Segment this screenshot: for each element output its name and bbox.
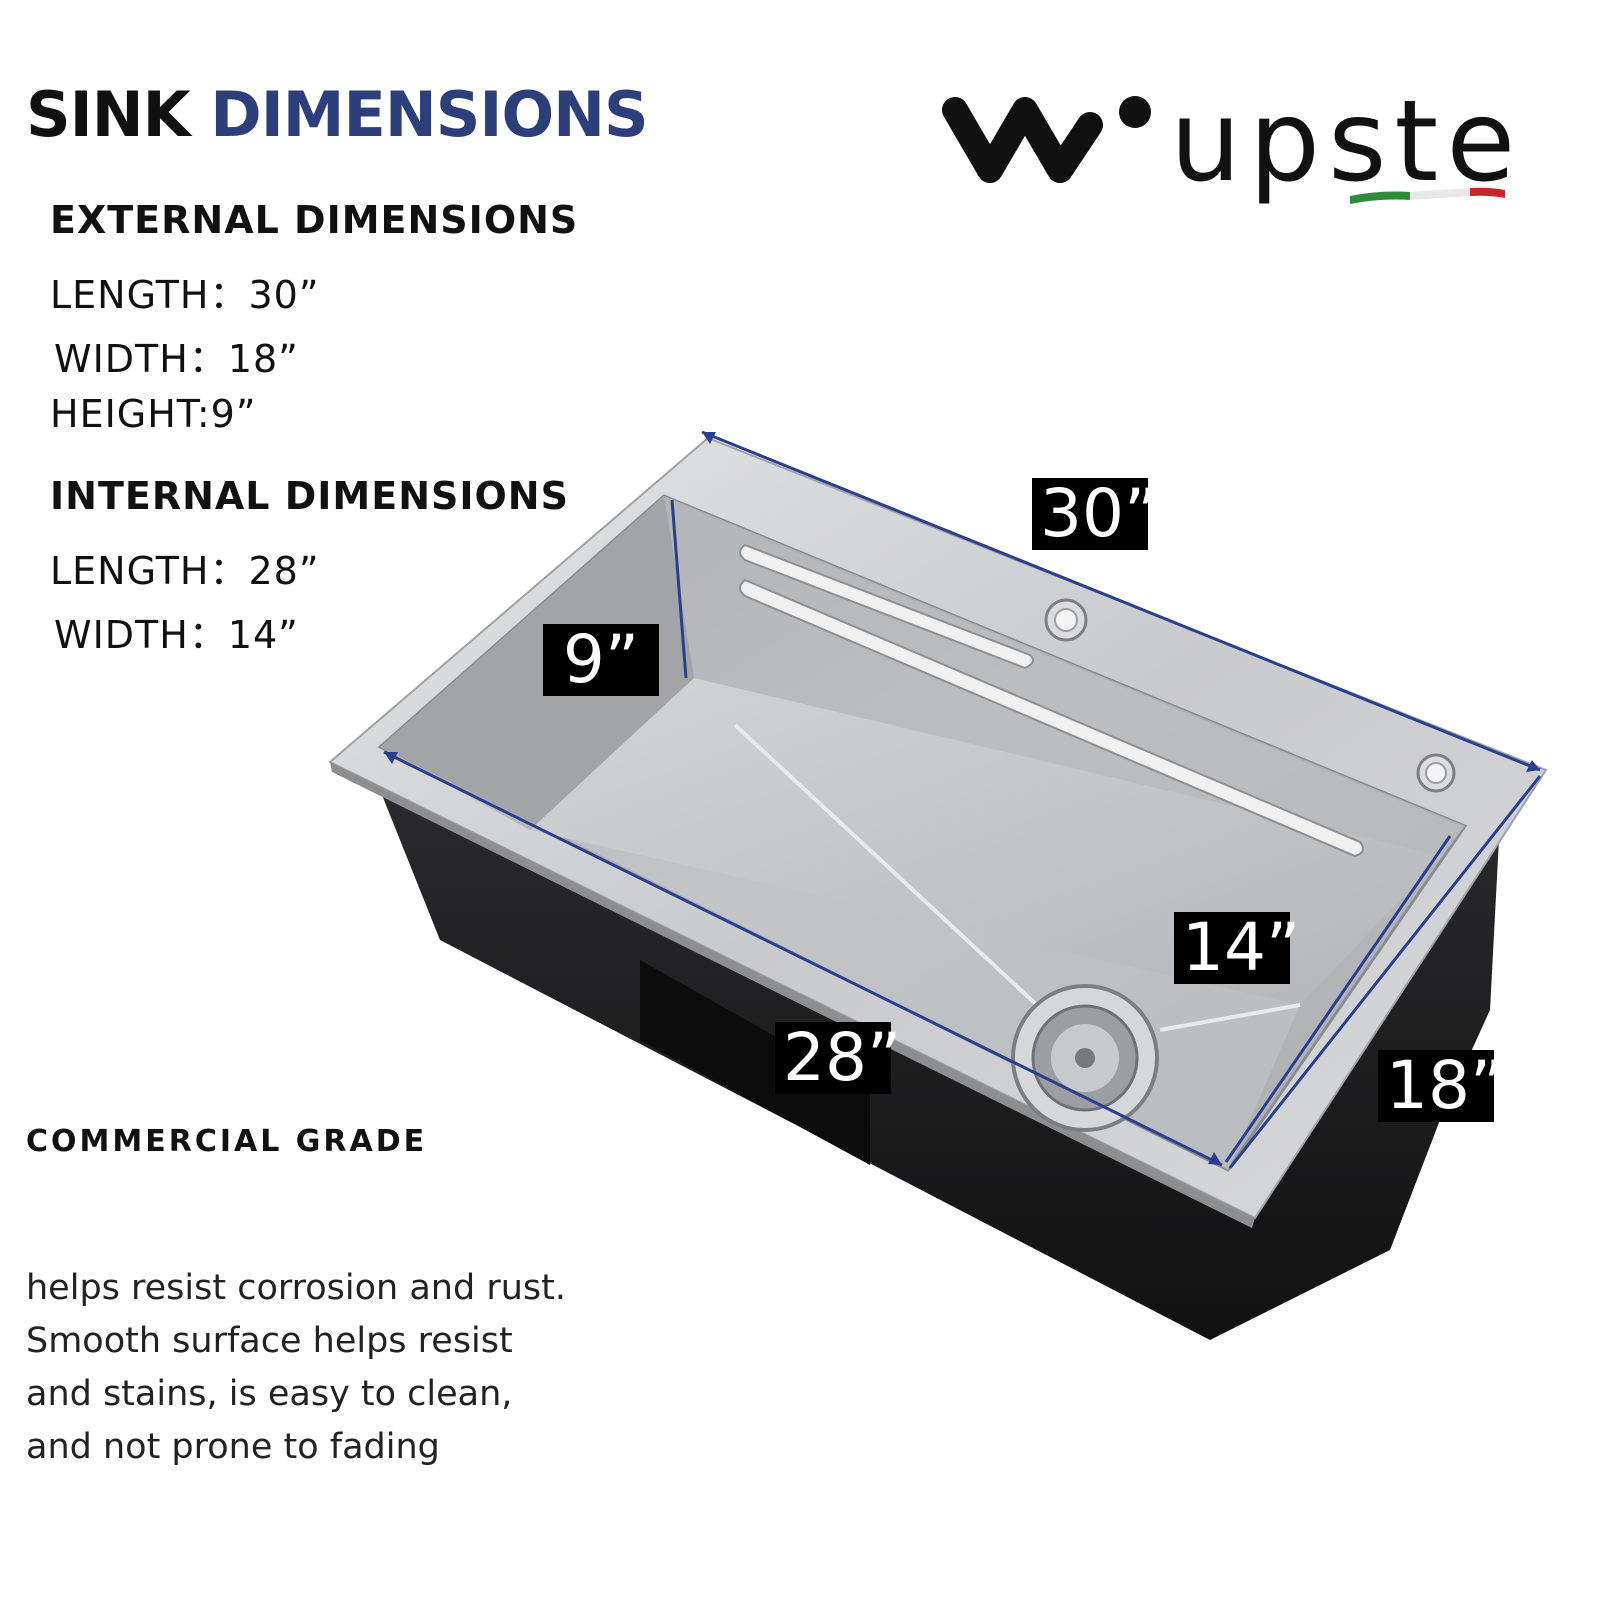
brand-logo: upste [942,77,1523,207]
description-line: helps resist corrosion and rust. [26,1268,566,1308]
callout-ext-width: 18” [1378,1050,1504,1122]
callout-ext-length: 30” [1032,478,1158,550]
dim-line-int-length [383,750,1223,1167]
dim-line-int-width [1224,835,1452,1163]
dim-line-depth [670,499,688,679]
dim-line-ext-length [701,430,1541,772]
logo-stripe-icon [1350,187,1505,204]
faucet-hole-2-icon [1416,753,1456,793]
dimension-arrows [384,432,1540,1165]
page-title: SINK DIMENSIONS [26,78,649,151]
external-width: WIDTH：18” [54,337,299,381]
internal-width: WIDTH：14” [54,613,299,657]
description-line: and not prone to fading [26,1427,440,1467]
title-word-sink: SINK [26,78,191,151]
faucet-hole-1-icon [1044,598,1088,642]
internal-dimensions-heading: INTERNAL DIMENSIONS [50,474,569,518]
description-line: Smooth surface helps resist [26,1321,513,1361]
commercial-grade-heading: COMMERCIAL GRADE [26,1124,428,1159]
external-dimensions-heading: EXTERNAL DIMENSIONS [50,198,579,242]
callout-int-width: 14” [1174,912,1300,984]
title-word-dimensions: DIMENSIONS [210,78,648,151]
sink-left-wall [380,496,694,830]
callout-depth: 9” [543,624,659,696]
callout-int-length: 28” [775,1022,901,1094]
sink-channel-line [733,723,1082,1047]
sink-front-panel [640,960,870,1165]
logo-mark-icon [942,97,1103,183]
dimension-lines [383,430,1542,1169]
external-height: HEIGHT:9” [50,392,257,436]
drain-strainer-icon [1011,984,1159,1132]
sink-channel-line-2 [1159,1003,1301,1032]
dim-line-ext-width [1228,775,1542,1169]
logo-dot-icon [1119,96,1151,128]
internal-length: LENGTH：28” [50,549,320,593]
sink-deck-edge [330,762,1255,1228]
sink-back-wall [664,496,1465,856]
external-length: LENGTH：30” [50,273,320,317]
logo-text: upste [1170,77,1523,207]
description-line: and stains, is easy to clean, [26,1374,513,1414]
ledge-rail-upper [739,543,1035,670]
commercial-grade-description: helps resist corrosion and rust. Smooth … [26,1262,646,1474]
ledge-rail-lower [739,578,1365,858]
